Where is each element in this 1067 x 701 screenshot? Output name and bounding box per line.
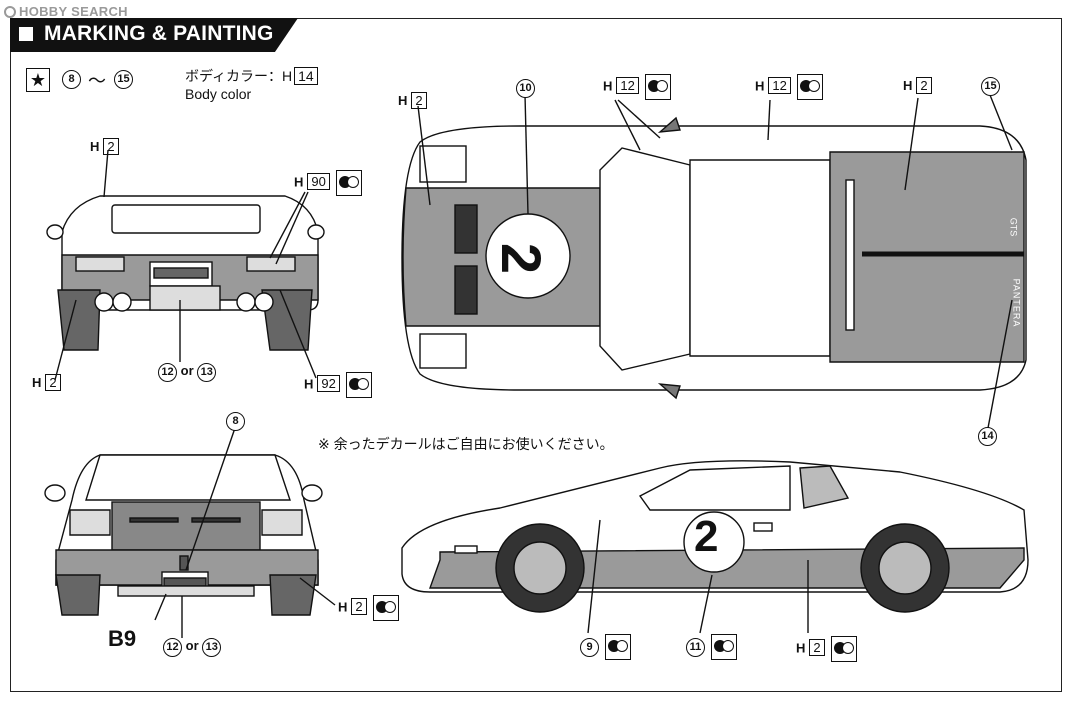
door-race-number: 2 [694,512,719,561]
front-plate-decal: 12 or 13 [163,638,222,657]
hood-race-number: 2 [490,242,554,275]
decal-15-top-marker: 15 [981,76,1000,96]
paint-swatch-icon [605,634,631,660]
front-view [44,427,336,638]
paint-swatch-icon [796,74,823,100]
page-title: MARKING & PAINTING [44,22,274,45]
decal-14-marker: 14 [978,426,997,446]
side-text-gts: GTS [1008,217,1019,237]
paint-swatch-icon [711,634,737,660]
decal-11-label: 11 [686,634,737,660]
title-bar [10,18,298,52]
body-color-code: 14 [294,67,318,85]
logo-icon [4,6,16,18]
square-icon [19,27,33,41]
decal-8-marker: 8 [62,69,81,89]
decal-8-front-marker: 8 [226,411,245,431]
body-color-en: Body color [185,86,252,102]
top-view [401,94,1027,429]
decal-15-marker: 15 [114,69,133,89]
paint-swatch-icon [372,595,399,621]
rear-plate-decal: 12 or 13 [158,363,217,382]
leftover-decal-note: ※ 余ったデカールはご自由にお使いください。 [318,436,614,452]
paint-swatch-icon [830,636,857,662]
paint-swatch-icon [345,372,372,398]
decal-10-marker: 10 [516,78,535,98]
b9-label: B9 [108,626,137,651]
paint-swatch-icon [335,170,362,196]
page-frame [10,18,1062,692]
paint-swatch-icon [644,74,671,100]
decal-9-label: 9 [580,634,631,660]
side-view [401,460,1029,634]
rear-view [46,149,325,381]
watermark: HOBBY SEARCH [4,4,128,19]
star-icon: ★ [26,68,50,92]
watermark-text: HOBBY SEARCH [19,4,128,19]
side-text-pantera: PANTERA [1011,278,1022,328]
range-separator: ～ [88,71,106,91]
